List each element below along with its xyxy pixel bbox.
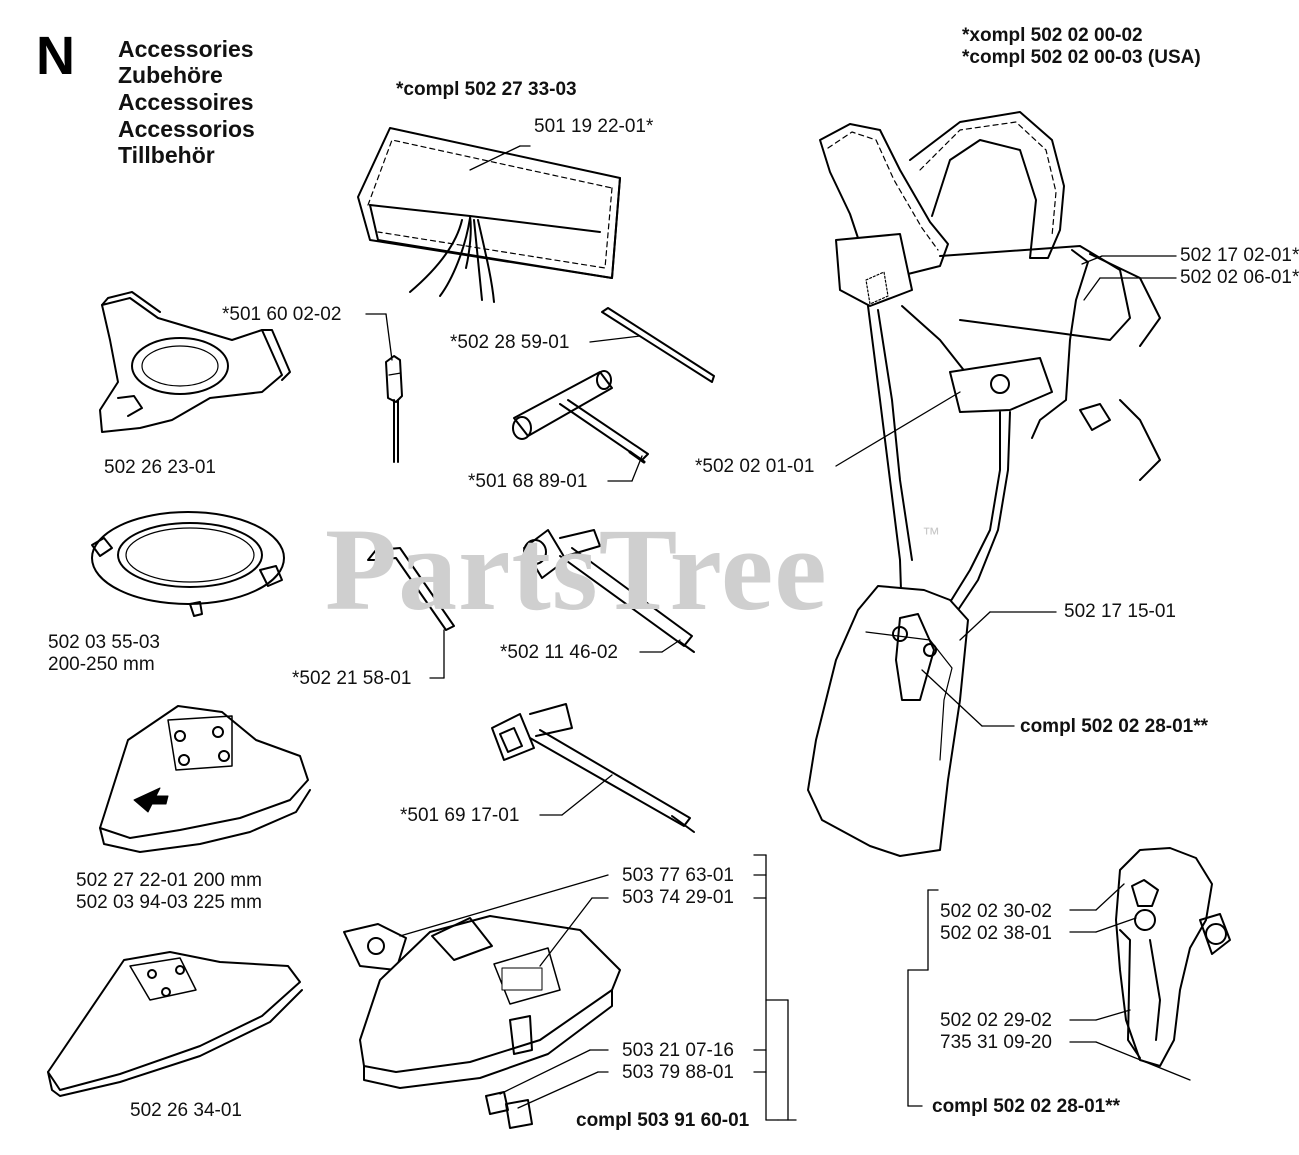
label-harness-pad[interactable]: *502 02 01-01 [695, 456, 815, 477]
label-clip-2[interactable]: 502 02 06-01* [1180, 267, 1299, 288]
label-guard-screw[interactable]: 503 21 07-16 [622, 1040, 734, 1061]
drift-pin-drawing [601, 307, 715, 383]
title-fr: Accessoires [118, 89, 254, 115]
label-trimmer-head-cover[interactable]: 502 03 55-03 [48, 632, 160, 653]
label-hip-pad[interactable]: 502 17 15-01 [1064, 601, 1176, 622]
label-hex-key[interactable]: *502 21 58-01 [292, 668, 412, 689]
label-harness-compl-1[interactable]: *xompl 502 02 00-02 [962, 25, 1143, 46]
label-guard-225[interactable]: 502 03 94-03 225 mm [76, 892, 262, 913]
label-hook-compl-bottom[interactable]: compl 502 02 28-01** [932, 1096, 1121, 1117]
trademark-symbol: ™ [922, 524, 940, 544]
label-clip-1[interactable]: 502 17 02-01* [1180, 245, 1299, 266]
hex-key-drawing [367, 547, 455, 631]
label-hook-part-1[interactable]: 502 02 30-02 [940, 901, 1052, 922]
blade-guard-drawing [47, 951, 303, 1097]
title-de: Zubehöre [118, 62, 223, 88]
watermark: PartsTree [325, 504, 828, 635]
title-es: Accessorios [118, 116, 255, 142]
combi-wrench-drawing [491, 703, 695, 833]
t-bar-wrench-drawing [512, 370, 649, 464]
leader-lines [365, 145, 1191, 1121]
support-plate-drawing [99, 291, 291, 433]
label-guard-200[interactable]: 502 27 22-01 200 mm [76, 870, 262, 891]
label-support-plate[interactable]: 502 26 23-01 [104, 457, 216, 478]
section-letter: N [36, 26, 75, 86]
label-drift-pin[interactable]: *502 28 59-01 [450, 332, 570, 353]
title-sv: Tillbehör [118, 142, 215, 168]
screwdriver-drawing [385, 355, 403, 463]
harness-drawing [807, 111, 1161, 857]
label-guard-compl[interactable]: compl 503 91 60-01 [576, 1110, 750, 1131]
trimmer-head-cover-drawing [91, 511, 285, 617]
label-guard-plate[interactable]: 503 77 63-01 [622, 865, 734, 886]
tool-bag-drawing [357, 127, 621, 303]
label-tbar-wrench[interactable]: *501 68 89-01 [468, 471, 588, 492]
label-hook-part-4[interactable]: 735 31 09-20 [940, 1032, 1052, 1053]
label-hook-part-2[interactable]: 502 02 38-01 [940, 923, 1052, 944]
blade-guard-assembly-drawing [343, 915, 621, 1129]
label-hook-compl[interactable]: compl 502 02 28-01** [1020, 716, 1209, 737]
label-trimmer-head-size: 200-250 mm [48, 654, 155, 675]
label-combi-wrench[interactable]: *501 69 17-01 [400, 805, 520, 826]
trimmer-guard-drawing [99, 705, 311, 853]
title-en: Accessories [118, 36, 254, 62]
hook-assembly-drawing [1115, 847, 1231, 1067]
label-socket-wrench[interactable]: *502 11 46-02 [500, 642, 618, 663]
label-guard-clamp[interactable]: 503 79 88-01 [622, 1062, 734, 1083]
socket-wrench-drawing [523, 529, 695, 653]
label-hook-part-3[interactable]: 502 02 29-02 [940, 1010, 1052, 1031]
label-toolbag-compl[interactable]: *compl 502 27 33-03 [396, 79, 577, 100]
label-screwdriver[interactable]: *501 60 02-02 [222, 304, 342, 325]
label-toolbag[interactable]: 501 19 22-01* [534, 116, 654, 137]
label-blade-guard[interactable]: 502 26 34-01 [130, 1100, 242, 1121]
label-guard-decal[interactable]: 503 74 29-01 [622, 887, 734, 908]
label-harness-compl-2[interactable]: *compl 502 02 00-03 (USA) [962, 47, 1201, 68]
